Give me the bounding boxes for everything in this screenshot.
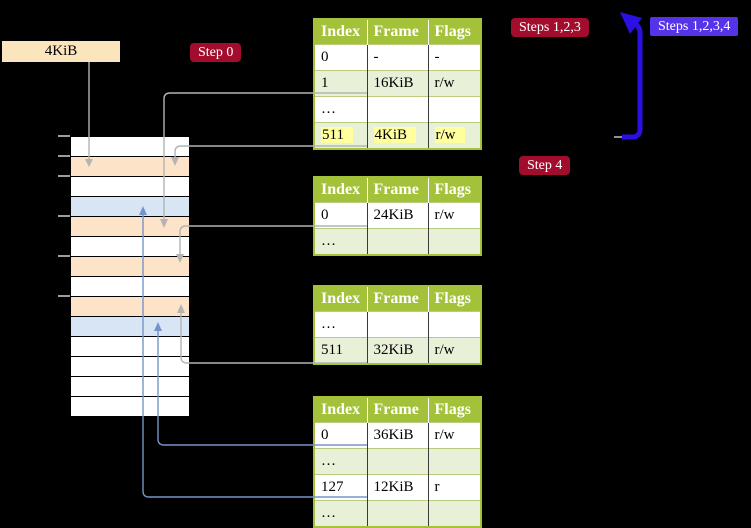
header-cell-frame: Frame [366, 19, 428, 45]
memory-row-9 [71, 317, 189, 337]
table-cell: 0 [314, 202, 367, 229]
steps-1234-badge: Steps 1,2,3,4 [650, 17, 739, 36]
header-cell-index: Index [314, 177, 367, 203]
table-cell: r [427, 474, 481, 501]
memory-row-1 [71, 157, 189, 177]
table-cell [427, 448, 481, 475]
table-cell [427, 228, 481, 255]
header-cell-flags: Flags [427, 286, 481, 312]
table-cell: r/w [427, 70, 481, 97]
table-cell: 16KiB [366, 70, 428, 97]
table-cell: 127 [314, 474, 367, 501]
memory-row-4 [71, 217, 189, 237]
memory-row-10 [71, 337, 189, 357]
table-cell: r/w [427, 337, 481, 364]
table-cell: 0 [314, 422, 367, 449]
step0-badge: Step 0 [190, 43, 242, 62]
table-cell: … [314, 500, 367, 527]
step4-badge: Step 4 [519, 156, 571, 175]
table-cell: 1 [314, 70, 367, 97]
steps-123-badge: Steps 1,2,3 [511, 18, 589, 37]
table-cell: … [314, 448, 367, 475]
memory-column [70, 136, 190, 417]
table-cell [427, 311, 481, 338]
page-size-label: 4KiB [2, 41, 120, 62]
table-cell: r/w [427, 122, 481, 149]
table-cell [366, 500, 428, 527]
table-row: 511 4KiB r/w [314, 122, 481, 149]
header-cell-flags: Flags [427, 19, 481, 45]
memory-row-13 [71, 397, 189, 417]
table-cell: 36KiB [366, 422, 428, 449]
header-cell-index: Index [314, 19, 367, 45]
table-cell: - [427, 44, 481, 71]
table-cell [427, 96, 481, 123]
ruler-tick [58, 135, 70, 137]
memory-row-8 [71, 297, 189, 317]
memory-row-12 [71, 377, 189, 397]
table-cell: 511 [314, 337, 367, 364]
header-cell-frame: Frame [366, 397, 428, 423]
table-cell [366, 448, 428, 475]
table-cell: 32KiB [366, 337, 428, 364]
table-cell: 511 [314, 122, 367, 149]
table-row: 0-- [314, 44, 481, 71]
table-row: … [314, 311, 481, 338]
steps-loop-arrow [622, 20, 643, 140]
table-row: … [314, 96, 481, 123]
table-cell: 24KiB [366, 202, 428, 229]
header-cell-index: Index [314, 397, 367, 423]
table-cell: r/w [427, 422, 481, 449]
table-cell: 12KiB [366, 474, 428, 501]
highlighted-value: 511 [321, 127, 353, 143]
ruler-tick [58, 215, 70, 217]
table-cell: - [366, 44, 428, 71]
table-cell [427, 500, 481, 527]
ruler-tick [58, 255, 70, 257]
table-cell: 4KiB [366, 122, 428, 149]
table-cell [366, 311, 428, 338]
memory-row-7 [71, 277, 189, 297]
table-row: … [314, 500, 481, 527]
table-row: … [314, 228, 481, 255]
table-cell [366, 96, 428, 123]
steps-loop-arrow-arrowhead [620, 12, 642, 34]
table-cell: … [314, 96, 367, 123]
header-cell-index: Index [314, 286, 367, 312]
memory-row-0 [71, 137, 189, 157]
header-cell-frame: Frame [366, 286, 428, 312]
memory-row-2 [71, 177, 189, 197]
table-cell: … [314, 228, 367, 255]
header-cell-flags: Flags [427, 397, 481, 423]
ruler-tick [58, 175, 70, 177]
memory-row-3 [71, 197, 189, 217]
header-cell-flags: Flags [427, 177, 481, 203]
table-row: … [314, 448, 481, 475]
memory-row-6 [71, 257, 189, 277]
memory-row-5 [71, 237, 189, 257]
highlighted-value: 4KiB [373, 127, 417, 143]
table-cell: … [314, 311, 367, 338]
table-cell: r/w [427, 202, 481, 229]
table-cell [366, 228, 428, 255]
ruler-tick [58, 155, 70, 157]
highlighted-value: r/w [434, 127, 465, 143]
table-cell: 0 [314, 44, 367, 71]
memory-row-11 [71, 357, 189, 377]
header-cell-frame: Frame [366, 177, 428, 203]
ruler-tick [58, 295, 70, 297]
